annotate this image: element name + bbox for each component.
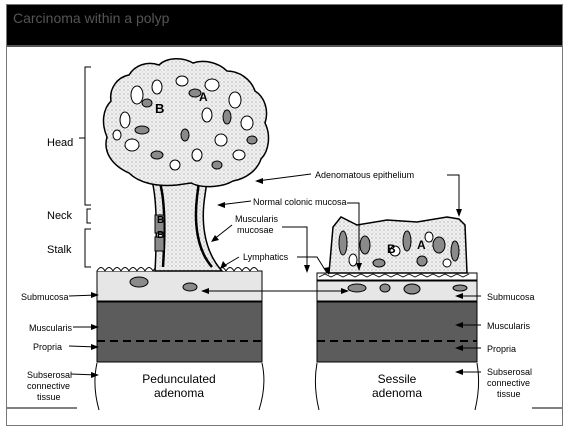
label-muscularis-left: Muscularis — [29, 323, 73, 333]
label-muscularis-right: Muscularis — [487, 321, 531, 331]
label-subserosal-right-1: Subserosal — [487, 367, 532, 377]
label-submucosa-left: Submucosa — [21, 292, 69, 302]
polyp-head: B A — [104, 59, 269, 187]
label-muscularis-mucosae-2: mucosae — [237, 225, 274, 235]
slide: Carcinoma within a polyp — [6, 4, 563, 426]
label-subserosal-left-3: tissue — [37, 392, 61, 402]
label-subserosal-left-1: Subserosal — [27, 370, 72, 380]
label-normal-colonic-mucosa: Normal colonic mucosa — [253, 197, 347, 207]
caption-pedunculated-1: Pedunculated — [142, 372, 215, 386]
caption-pedunculated-2: adenoma — [154, 386, 204, 400]
label-lymphatics: Lymphatics — [243, 252, 289, 262]
label-subserosal-right-3: tissue — [497, 389, 521, 399]
letter-b-stalk-1: B — [157, 215, 164, 226]
caption-sessile-2: adenoma — [372, 386, 422, 400]
letter-b-stalk-2: B — [157, 230, 164, 241]
label-stalk: Stalk — [47, 244, 72, 256]
letter-b-sessile: B — [387, 242, 396, 256]
caption-sessile-1: Sessile — [378, 372, 417, 386]
label-subserosal-right-2: connective — [487, 378, 530, 388]
letter-a-sessile: A — [417, 238, 426, 252]
label-submucosa-right: Submucosa — [487, 292, 535, 302]
label-neck: Neck — [47, 210, 73, 222]
label-propria-left: Propria — [33, 342, 62, 352]
letter-a-head: A — [199, 90, 208, 104]
label-muscularis-mucosae-1: Muscularis — [235, 214, 279, 224]
label-head: Head — [47, 137, 73, 149]
letter-b-head: B — [155, 101, 164, 116]
label-subserosal-left-2: connective — [27, 381, 70, 391]
left-brackets — [79, 67, 91, 267]
polyp-diagram: B A B B — [7, 5, 562, 425]
label-adenomatous-epithelium: Adenomatous epithelium — [315, 170, 414, 180]
sessile-mass: B A — [329, 217, 467, 273]
label-propria-right: Propria — [487, 344, 516, 354]
